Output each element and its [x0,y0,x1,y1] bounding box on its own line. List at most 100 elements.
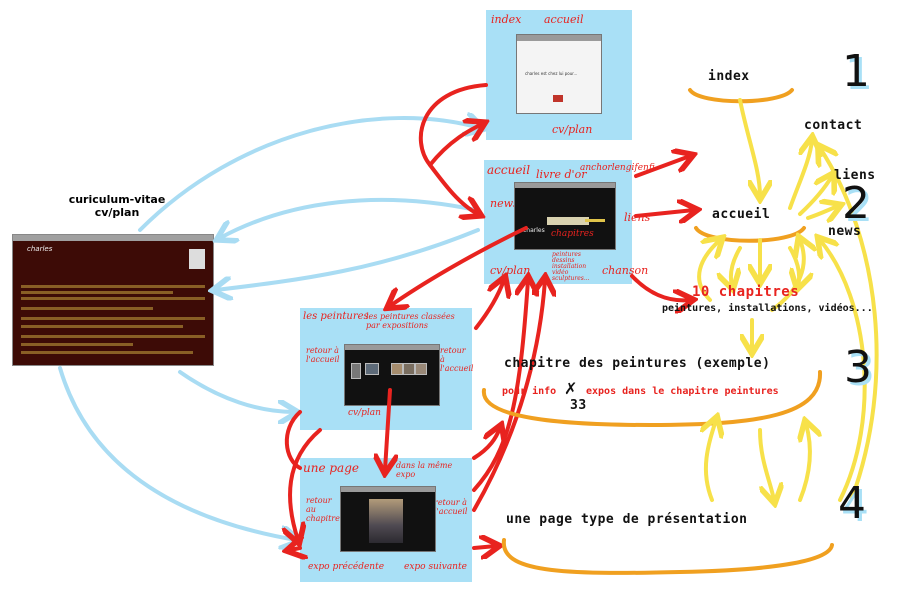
node-chapitre-peintures: chapitre des peintures (exemple) [504,356,771,371]
yellow-arrow [697,240,720,302]
node-accueil: accueil [712,207,771,222]
cv-screenshot: charles [12,234,214,366]
orange-bracket [501,538,834,575]
red-arrow [634,210,694,216]
peintures-panel: les peintures les peintures classées par… [300,308,474,430]
cv-title: curiculum-vitae [68,193,166,206]
yellow-arrow [706,420,716,502]
level-number: 3 [844,342,872,393]
red-arrow [290,548,300,550]
yellow-arrow [788,140,812,210]
une-page-painting [369,499,403,543]
index-screen-text: charles est chez lui pour... [525,71,578,76]
accueil-news: news [490,197,519,210]
yellow-arrow [758,428,774,500]
accueil-livre-dor: livre d'or [536,168,587,181]
red-arrow [418,83,488,214]
red-arrow [630,274,690,300]
peintures-retour-left: retour à l'accueil [306,346,340,364]
yellow-arrows [697,98,879,502]
red-arrows [284,83,694,550]
cv-portrait [189,249,205,269]
accueil-screen-logo: charles [523,227,545,234]
peintures-retour-right: retour à l'accueil [440,346,474,373]
peintures-cvplan: cv/plan [348,408,381,418]
yellow-arrow [800,424,810,502]
red-arrow [472,428,500,460]
accueil-panel-title: accueil [487,163,531,177]
accueil-chapitre-item: vidéo [552,269,569,276]
orange-bracket [694,226,806,243]
node-contact: contact [804,118,863,133]
red-arrow [474,280,504,330]
level-number: 2 [842,178,870,229]
index-panel-cvplan: cv/plan [552,123,593,136]
une-page-retour-chapitre: retour au chapitre [306,496,340,523]
node-chapitres-sub: peintures, installations, vidéos... [662,303,873,314]
red-arrow [290,428,322,540]
accueil-chapitre-item: sculptures... [552,275,590,282]
index-logo [553,95,563,102]
crossed-number-mark: ✗ [564,379,578,398]
yellow-arrow [731,246,740,286]
accueil-chapitres: chapitres [551,229,594,239]
red-arrow [472,280,545,512]
node-pour-info-expos: expos dans le chapitre peintures [586,386,779,397]
level-number: 1 [842,46,870,97]
node-count: 33 [570,398,587,413]
index-panel: index accueil charles est chez lui pour.… [486,10,632,140]
blue-arrow [216,228,480,290]
une-page-meme-expo: dans la même expo [396,461,453,479]
orange-brackets [481,88,834,575]
red-arrow [472,546,496,548]
red-arrow [284,410,302,470]
node-pour-info: pour info [502,386,557,397]
yellow-arrow [738,98,760,196]
une-page-expo-precedente: expo précédente [308,562,385,572]
blue-arrow [138,118,480,232]
accueil-chapitre-item: peintures [552,251,581,258]
yellow-arrow [770,240,804,312]
red-arrow [428,124,482,167]
index-panel-title: index [491,13,522,26]
accueil-panel: accueil livre d'or anchorlengifenfi news… [484,160,655,284]
peintures-panel-title: les peintures [303,311,369,322]
blue-arrow [178,370,294,412]
accueil-thumb-strip [547,217,589,225]
une-page-screenshot [340,486,436,552]
blue-arrows [58,118,480,540]
node-page-type: une page type de présentation [506,512,748,527]
peintures-screenshot [344,344,440,406]
yellow-arrow [806,206,838,218]
yellow-arrow [820,240,867,502]
cv-title-block: curiculum-vitae cv/plan [62,193,172,219]
une-page-title: une page [303,461,359,475]
node-liens: liens [834,168,876,183]
accueil-chapitre-item: installation [552,263,587,270]
index-panel-accueil: accueil [544,13,584,26]
red-arrow [385,388,390,470]
red-arrow [634,156,690,178]
accueil-chapitre-item: dessins [552,257,575,264]
accueil-chanson: chanson [602,264,649,277]
accueil-anchor: anchorlengifenfi [580,163,655,173]
accueil-screenshot: charles chapitres [514,182,616,250]
une-page-expo-suivante: expo suivante [404,562,467,572]
level-number: 4 [838,478,866,529]
yellow-arrow [798,176,832,216]
node-chapitres: 10 chapitres [692,284,800,300]
une-page-retour-accueil: retour à l'accueil [434,498,468,516]
accueil-chapitres-list: peintures dessins installation vidéo scu… [552,252,590,282]
orange-bracket [481,370,823,428]
yellow-arrow [820,148,879,500]
cv-screen-header: charles [27,245,53,253]
blue-arrow [220,197,478,238]
index-screenshot: charles est chez lui pour... [516,34,602,114]
red-arrow [390,226,528,306]
node-news: news [828,224,862,239]
peintures-classees: les peintures classées par expositions [366,312,455,330]
blue-arrow [58,366,296,540]
node-index: index [708,69,750,84]
cv-subtitle: cv/plan [94,206,140,219]
